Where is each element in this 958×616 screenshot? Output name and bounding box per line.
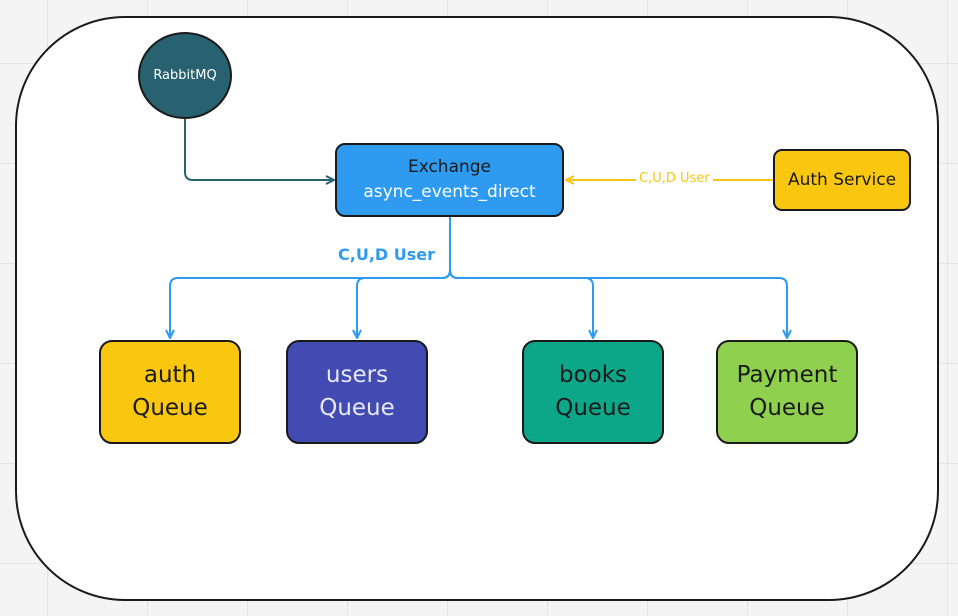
exchange-name: async_events_direct [363, 182, 536, 202]
auth-queue-node[interactable]: auth Queue [99, 340, 241, 444]
rabbitmq-label: RabbitMQ [153, 68, 217, 83]
exchange-title: Exchange [407, 157, 492, 177]
exchange-to-users-queue-connector [357, 217, 451, 338]
books-queue-node[interactable]: books Queue [522, 340, 664, 444]
queue-name: auth [143, 362, 197, 388]
queue-suffix: Queue [555, 395, 631, 421]
auth-service-label: Auth Service [787, 170, 897, 190]
queue-suffix: Queue [132, 395, 208, 421]
payment-queue-node[interactable]: Payment Queue [716, 340, 858, 444]
exchange-to-payment-queue-connector [449, 217, 787, 338]
exchange-node[interactable]: Exchange async_events_direct [335, 143, 564, 217]
queue-name: Payment [736, 362, 838, 388]
rabbitmq-to-exchange-connector [184, 119, 334, 180]
auth-service-node[interactable]: Auth Service [773, 149, 911, 211]
queue-name: books [558, 362, 628, 388]
queue-name: users [325, 362, 389, 388]
auth-to-exchange-edge-label: C,U,D User [636, 171, 713, 186]
users-queue-node[interactable]: users Queue [286, 340, 428, 444]
queue-suffix: Queue [319, 395, 395, 421]
exchange-fanout-edge-label: C,U,D User [338, 245, 435, 264]
queue-suffix: Queue [749, 395, 825, 421]
rabbitmq-node[interactable]: RabbitMQ [138, 32, 232, 119]
